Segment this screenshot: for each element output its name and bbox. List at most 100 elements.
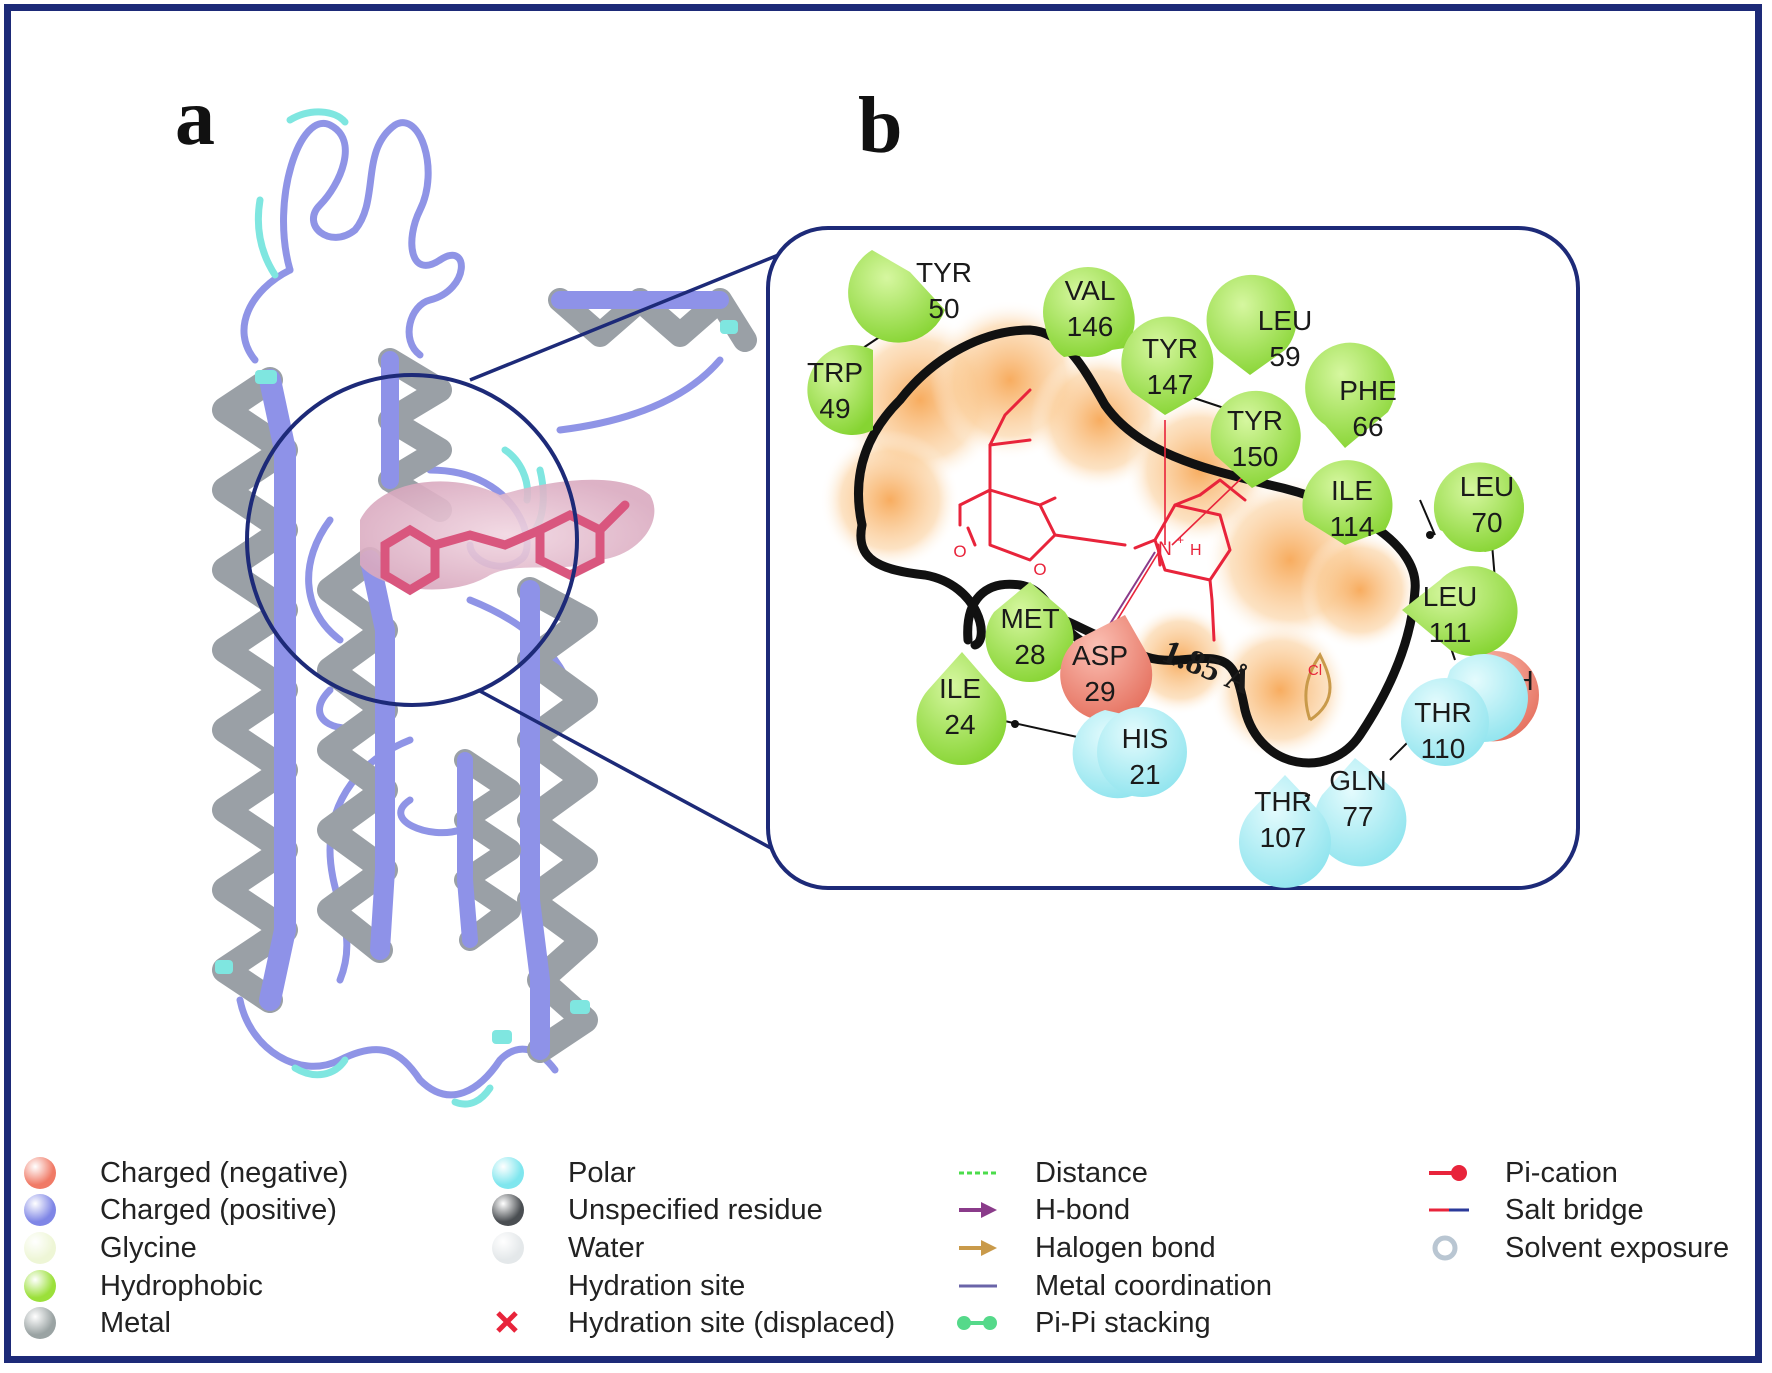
legend-item: H-bond	[955, 1192, 1130, 1228]
metal-icon	[20, 1305, 64, 1341]
charged-positive-icon	[20, 1192, 64, 1228]
residue-val146: VAL 146	[1043, 267, 1135, 357]
svg-text:24: 24	[944, 709, 975, 740]
interaction-diagram: N + H O O Cl 1.85 Å TYR 50	[807, 250, 1539, 888]
residue-leu59: LEU 59	[1206, 274, 1312, 375]
hydrophobic-icon	[20, 1268, 64, 1304]
legend-item: Hydration site	[488, 1268, 745, 1304]
svg-text:TYR: TYR	[1142, 333, 1198, 364]
svg-text:28: 28	[1014, 639, 1045, 670]
svg-text:THR: THR	[1414, 697, 1472, 728]
svg-text:110: 110	[1421, 733, 1466, 764]
protein-ribbon-structure	[212, 108, 757, 1108]
legend-item: Water	[488, 1230, 644, 1266]
legend-label: H-bond	[1035, 1193, 1131, 1226]
svg-text:ILE: ILE	[1331, 475, 1373, 506]
svg-text:59: 59	[1269, 341, 1300, 372]
residue-met28: MET 28	[985, 582, 1074, 682]
residue-ile114: ILE 114	[1302, 460, 1393, 545]
legend-item: Pi-cation	[1425, 1155, 1618, 1191]
legend-label: Distance	[1035, 1156, 1148, 1189]
halogen-bond-icon	[955, 1230, 999, 1266]
residue-gln77: GLN 77	[1314, 758, 1407, 867]
residue-asp29: ASP 29	[1060, 615, 1153, 721]
pi-pi-stacking-icon	[955, 1305, 999, 1341]
svg-text:MET: MET	[1000, 603, 1059, 634]
residue-leu111: LEU 111	[1402, 566, 1518, 657]
binding-site-circle	[245, 373, 579, 707]
residue-thr107: THR 107	[1239, 775, 1331, 888]
svg-text:70: 70	[1471, 507, 1502, 538]
loop-polar-segments	[254, 108, 547, 1108]
residue-trp49: TRP 49	[807, 345, 873, 436]
legend-label: Charged (negative)	[100, 1156, 349, 1189]
salt-bridge-icon	[1425, 1192, 1469, 1228]
legend-item: Metal	[20, 1305, 171, 1341]
legend-label: Hydration site (displaced)	[568, 1306, 896, 1339]
atom-nitrogen-charge: +	[1177, 533, 1184, 547]
pi-cation-icon	[1425, 1155, 1469, 1191]
legend-label: Solvent exposure	[1505, 1231, 1730, 1264]
legend-label: Pi-Pi stacking	[1035, 1306, 1211, 1339]
residue-his21: HIS 21	[1072, 707, 1187, 799]
distance-icon	[955, 1155, 999, 1191]
svg-text:TYR: TYR	[1227, 405, 1283, 436]
legend-label: Charged (positive)	[100, 1193, 337, 1226]
legend-label: Hydration site	[568, 1269, 746, 1302]
legend-item: Unspecified residue	[488, 1192, 823, 1228]
residue-tyr150: TYR 150	[1210, 390, 1301, 488]
svg-text:ILE: ILE	[939, 673, 981, 704]
legend-item: Distance	[955, 1155, 1148, 1191]
halogen-bond	[1304, 652, 1332, 722]
svg-text:50: 50	[928, 293, 959, 324]
svg-text:LEU: LEU	[1423, 581, 1477, 612]
svg-text:VAL: VAL	[1065, 275, 1116, 306]
h-bond-icon	[955, 1192, 999, 1228]
svg-text:LEU: LEU	[1460, 471, 1514, 502]
residue-leu70: LEU 70	[1433, 462, 1524, 552]
legend-item: Hydrophobic	[20, 1268, 263, 1304]
legend-label: Polar	[568, 1156, 636, 1189]
figure-frame	[4, 4, 1762, 1363]
svg-text:21: 21	[1129, 759, 1160, 790]
ligand-structure	[958, 388, 1247, 642]
legend-label: Water	[568, 1231, 645, 1264]
svg-text:146: 146	[1067, 311, 1114, 342]
atom-oxygen-carbonyl: O	[953, 542, 966, 561]
legend-item: Charged (negative)	[20, 1155, 348, 1191]
svg-text:147: 147	[1147, 369, 1194, 400]
svg-text:TRP: TRP	[807, 357, 863, 388]
residue-thr110: THR 110	[1401, 653, 1528, 766]
legend-item: Hydration site (displaced)	[488, 1305, 895, 1341]
legend-label: Glycine	[100, 1231, 197, 1264]
legend-label: Halogen bond	[1035, 1231, 1216, 1264]
solvent-exposure-icon	[1425, 1230, 1469, 1266]
atom-nitrogen: N	[1158, 539, 1172, 560]
glycine-icon	[20, 1230, 64, 1266]
loop-coils	[236, 119, 724, 1099]
helix-polar-caps	[215, 320, 738, 1044]
residue-tyr50: TYR 50	[848, 250, 972, 343]
legend-label: Metal	[100, 1306, 171, 1339]
legend-label: Metal coordination	[1035, 1269, 1272, 1302]
atom-oxygen-ring: O	[1033, 560, 1046, 579]
helix-ribbons	[212, 288, 757, 1063]
water-icon	[488, 1230, 532, 1266]
ligand-in-pocket	[360, 479, 655, 596]
atom-chlorine: Cl	[1308, 662, 1322, 679]
panel-label-a: a	[175, 74, 215, 162]
legend-label: Salt bridge	[1505, 1193, 1644, 1226]
unspecified-residue-icon	[488, 1192, 532, 1228]
legend-item: Polar	[488, 1155, 636, 1191]
hydration-site-icon	[488, 1268, 532, 1304]
panel-label-b: b	[858, 82, 903, 170]
svg-text:66: 66	[1352, 411, 1383, 442]
svg-text:114: 114	[1330, 511, 1375, 542]
svg-text:77: 77	[1342, 801, 1373, 832]
residue-ile24: ILE 24	[916, 652, 1007, 766]
svg-text:111: 111	[1429, 617, 1472, 648]
legend-item: Metal coordination	[955, 1268, 1272, 1304]
svg-text:49: 49	[819, 393, 850, 424]
legend-item: Solvent exposure	[1425, 1230, 1729, 1266]
